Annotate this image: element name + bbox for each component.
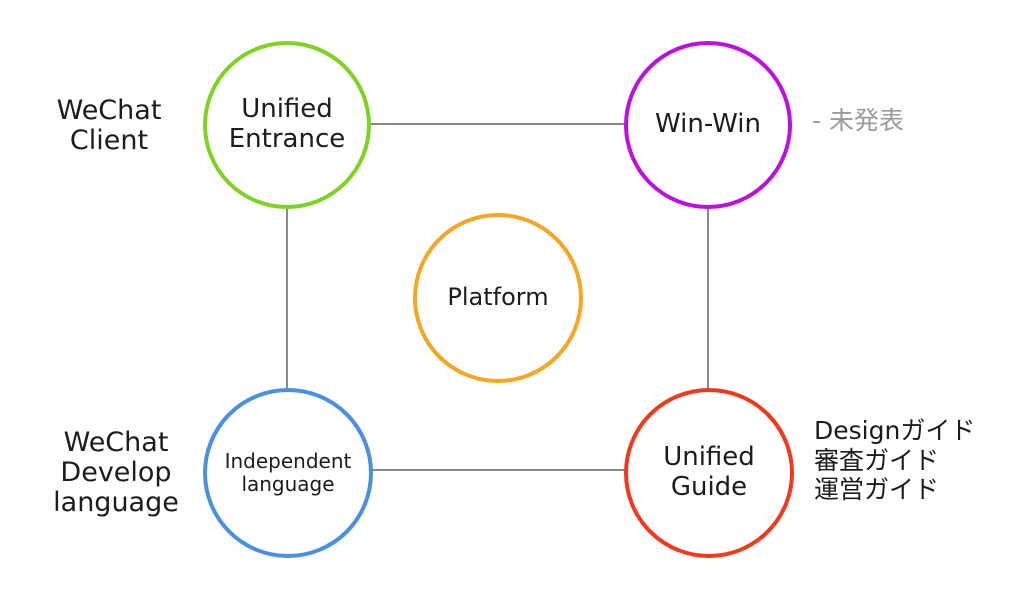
guide-list: Designガイド 審査ガイド 運営ガイド [814,416,975,505]
operation-guide-item: 運営ガイド [814,475,940,504]
wechat-client-label: WeChat Client [56,95,162,157]
independent-language-node: Independent language [203,388,373,558]
review-guide-item: 審査ガイド [814,445,940,475]
independent-language-label: Independent language [224,449,352,496]
unreleased-note: - 未発表 [812,106,904,135]
unified-guide-node: Unified Guide [624,388,794,558]
wechat-develop-language-label: WeChat Develop language [53,427,179,519]
win-win-node: Win-Win [624,41,792,209]
unified-guide-label: Unified Guide [663,442,755,502]
win-win-label: Win-Win [654,109,761,140]
platform-node: Platform [413,213,583,383]
platform-label: Platform [447,283,549,312]
design-guide-item: Designガイド [814,416,976,445]
unified-entrance-node: Unified Entrance [203,41,371,209]
unified-entrance-label: Unified Entrance [228,94,346,154]
